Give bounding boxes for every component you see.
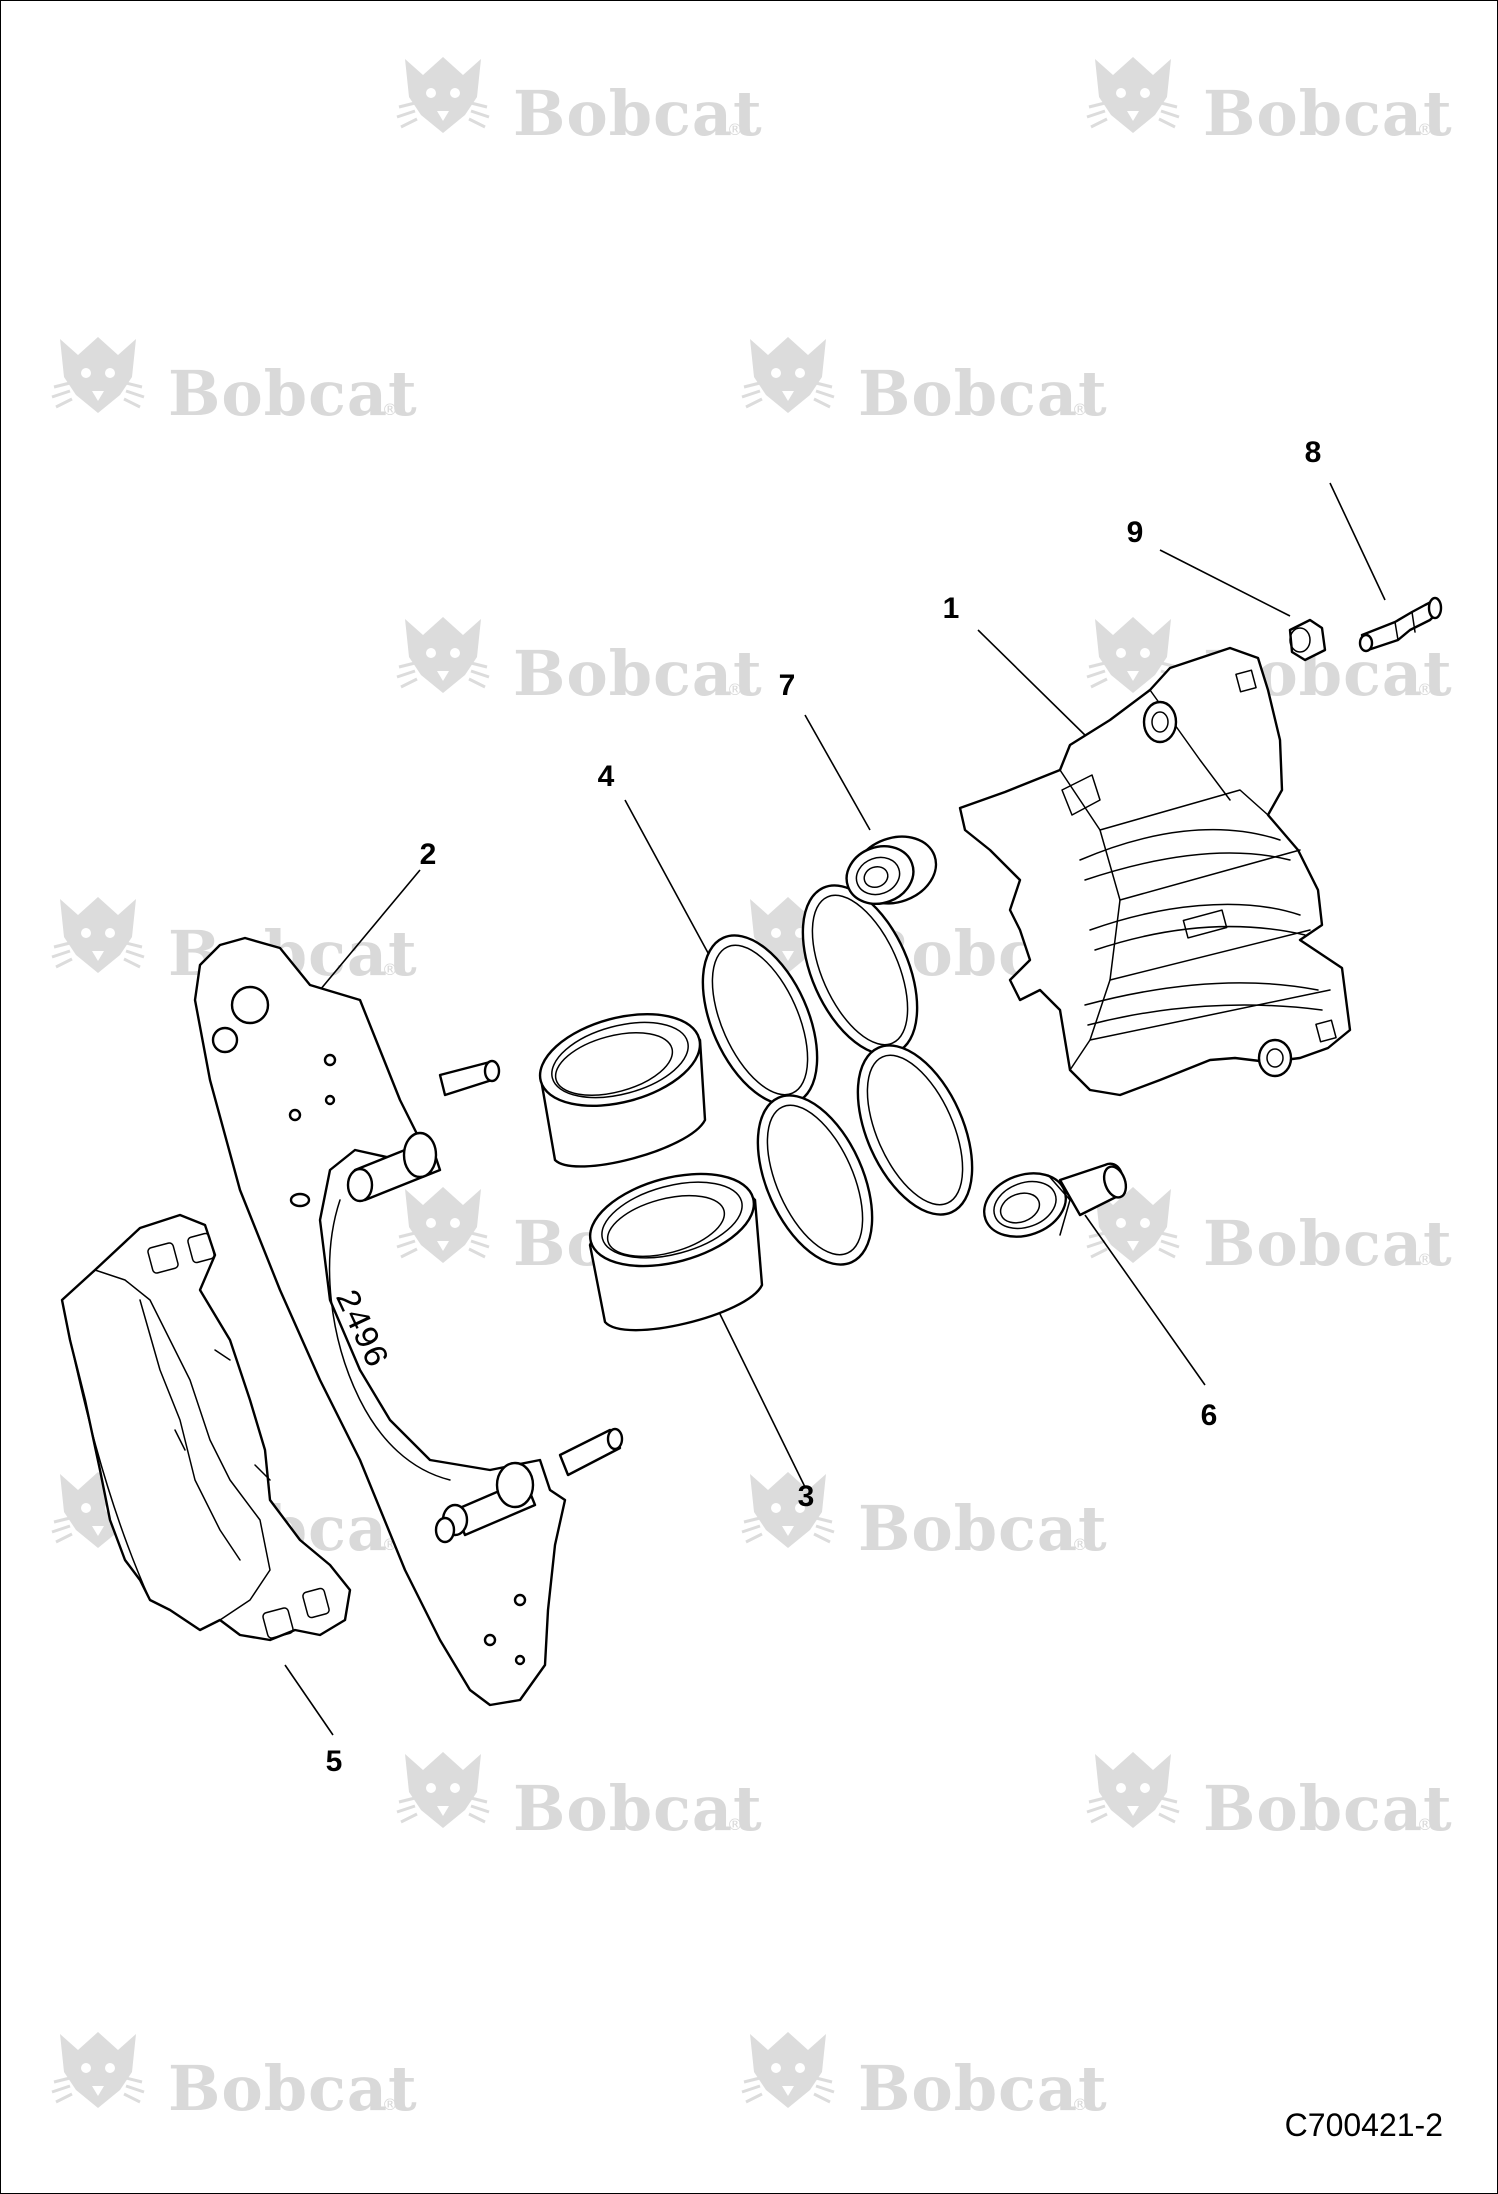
bobcat-watermark: Bobcat® xyxy=(50,2030,418,2125)
watermark-registered-mark: ® xyxy=(1072,400,1088,419)
cap xyxy=(1288,618,1327,662)
figure-id: C700421-2 xyxy=(1284,2107,1443,2143)
bleeder-screw xyxy=(1358,596,1443,653)
bobcat-watermark: Bobcat® xyxy=(740,1470,1108,1565)
bobcat-logo-icon xyxy=(740,1470,836,1550)
watermark-text: Bobcat xyxy=(858,1492,1108,1565)
callout-9: 9 xyxy=(1127,516,1144,549)
watermark-text: Bobcat xyxy=(168,2052,418,2125)
watermark-text: Bobcat xyxy=(513,77,763,150)
watermark-text: Bobcat xyxy=(858,357,1108,430)
plug xyxy=(845,835,938,905)
bobcat-logo-icon xyxy=(740,2030,836,2110)
bobcat-logo-icon xyxy=(740,335,836,415)
watermark-registered-mark: ® xyxy=(1072,2095,1088,2114)
brake-pad xyxy=(60,1213,352,1642)
bobcat-logo-icon xyxy=(1085,55,1181,135)
callout-5: 5 xyxy=(326,1745,343,1778)
bobcat-watermark: Bobcat® xyxy=(1085,1185,1453,1280)
bobcat-logo-icon xyxy=(1085,1750,1181,1830)
caliper-body xyxy=(958,646,1352,1097)
callout-1: 1 xyxy=(943,592,960,625)
watermark-registered-mark: ® xyxy=(382,400,398,419)
watermark-registered-mark: ® xyxy=(727,120,743,139)
watermark-text: Bobcat xyxy=(513,1772,763,1845)
bobcat-logo-icon xyxy=(395,615,491,695)
mounting-plate: 2496 xyxy=(193,936,624,1707)
bobcat-logo-icon xyxy=(50,895,146,975)
bobcat-watermark: Bobcat® xyxy=(740,335,1108,430)
bobcat-watermark: Bobcat® xyxy=(395,55,763,150)
bobcat-watermark: Bobcat® xyxy=(395,615,763,710)
seal-rings xyxy=(701,884,974,1266)
bobcat-watermark: Bobcat® xyxy=(395,1750,763,1845)
bobcat-logo-icon xyxy=(50,2030,146,2110)
bobcat-logo-icon xyxy=(395,55,491,135)
bobcat-logo-icon xyxy=(395,1185,491,1265)
leader-lines xyxy=(284,482,1386,1736)
fitting-lower xyxy=(983,1162,1128,1238)
watermark-text: Bobcat xyxy=(168,357,418,430)
watermark-text: Bobcat xyxy=(513,637,763,710)
bobcat-logo-icon xyxy=(395,1750,491,1830)
watermark-registered-mark: ® xyxy=(727,680,743,699)
watermark-registered-mark: ® xyxy=(1417,680,1433,699)
bobcat-watermark: Bobcat® xyxy=(1085,1750,1453,1845)
bobcat-logo-icon xyxy=(50,335,146,415)
bobcat-watermark: Bobcat® xyxy=(1085,55,1453,150)
callout-2: 2 xyxy=(420,838,437,871)
watermark-registered-mark: ® xyxy=(727,1815,743,1834)
callout-3: 3 xyxy=(798,1480,815,1513)
watermark-registered-mark: ® xyxy=(1417,120,1433,139)
callout-7: 7 xyxy=(779,669,796,702)
watermark-text: Bobcat xyxy=(1203,1207,1453,1280)
bobcat-watermark: Bobcat® xyxy=(50,335,418,430)
callout-6: 6 xyxy=(1201,1399,1218,1432)
watermark-text: Bobcat xyxy=(1203,1772,1453,1845)
pistons xyxy=(538,1013,764,1332)
watermark-registered-mark: ® xyxy=(1417,1815,1433,1834)
watermark-registered-mark: ® xyxy=(1072,1535,1088,1554)
callout-labels: 1 2 3 4 5 6 7 8 9 xyxy=(326,436,1322,1778)
watermark-registered-mark: ® xyxy=(1417,1250,1433,1269)
watermark-registered-mark: ® xyxy=(382,2095,398,2114)
bobcat-watermark: Bobcat® xyxy=(740,2030,1108,2125)
watermark-text: Bobcat xyxy=(858,2052,1108,2125)
watermark-text: Bobcat xyxy=(1203,77,1453,150)
watermark-registered-mark: ® xyxy=(382,960,398,979)
callout-4: 4 xyxy=(598,760,615,793)
callout-8: 8 xyxy=(1305,436,1322,469)
